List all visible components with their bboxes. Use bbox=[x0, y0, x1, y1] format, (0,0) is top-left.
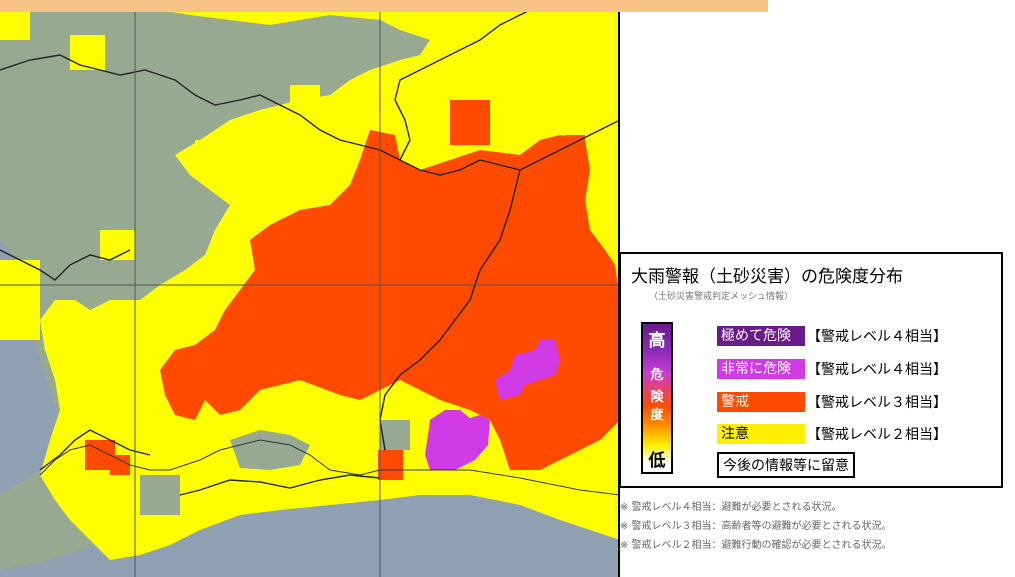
legend-note-box: 今後の情報等に留意 bbox=[717, 452, 855, 478]
legend-panel: 大雨警報（土砂災害）の危険度分布 （土砂災害警戒判定メッシュ情報） 高 危 険 … bbox=[619, 252, 1003, 488]
legend-title: 大雨警報（土砂災害）の危険度分布 bbox=[631, 267, 903, 287]
header-bar bbox=[0, 0, 768, 12]
legend-level-extreme: 【警戒レベル４相当】 bbox=[807, 329, 947, 345]
danger-scale-bar: 高 危 険 度 低 bbox=[641, 322, 673, 474]
footnotes: ※ 警戒レベル４相当：避難が必要とされる状況。 ※ 警戒レベル３相当：高齢者等の… bbox=[620, 498, 892, 555]
footnote-level2: ※ 警戒レベル２相当：避難行動の確認が必要とされる状況。 bbox=[620, 540, 892, 551]
footnote-level4: ※ 警戒レベル４相当：避難が必要とされる状況。 bbox=[620, 502, 842, 513]
legend-swatch-caution: 注意 bbox=[717, 424, 805, 444]
scale-low-label: 低 bbox=[648, 451, 666, 471]
hazard-map[interactable] bbox=[0, 0, 620, 577]
legend-level-warning: 【警戒レベル３相当】 bbox=[807, 395, 947, 411]
legend-swatch-extreme: 極めて危険 bbox=[717, 326, 805, 346]
scale-char-do: 度 bbox=[650, 408, 664, 423]
legend-row-caution: 注意 【警戒レベル２相当】 bbox=[717, 422, 947, 446]
grid-lines bbox=[0, 0, 620, 577]
legend-level-caution: 【警戒レベル２相当】 bbox=[807, 427, 947, 443]
legend-subtitle: （土砂災害警戒判定メッシュ情報） bbox=[649, 292, 794, 302]
zone-magenta bbox=[425, 340, 560, 470]
legend-row-very-high: 非常に危険 【警戒レベル４相当】 bbox=[717, 357, 947, 381]
coastline bbox=[39, 439, 620, 496]
land-patches bbox=[140, 420, 410, 515]
legend-row-extreme: 極めて危険 【警戒レベル４相当】 bbox=[717, 324, 947, 348]
legend-level-very-high: 【警戒レベル４相当】 bbox=[807, 362, 947, 378]
legend-row-warning: 警戒 【警戒レベル３相当】 bbox=[717, 390, 947, 414]
footnote-level3: ※ 警戒レベル３相当：高齢者等の避難が必要とされる状況。 bbox=[620, 521, 892, 532]
legend-swatch-warning: 警戒 bbox=[717, 392, 805, 412]
legend-swatch-very-high: 非常に危険 bbox=[717, 359, 805, 379]
scale-char-ki: 危 bbox=[650, 368, 664, 383]
scale-high-label: 高 bbox=[648, 331, 666, 351]
scale-char-ken: 険 bbox=[650, 390, 664, 405]
prefecture-borders bbox=[0, 4, 620, 496]
